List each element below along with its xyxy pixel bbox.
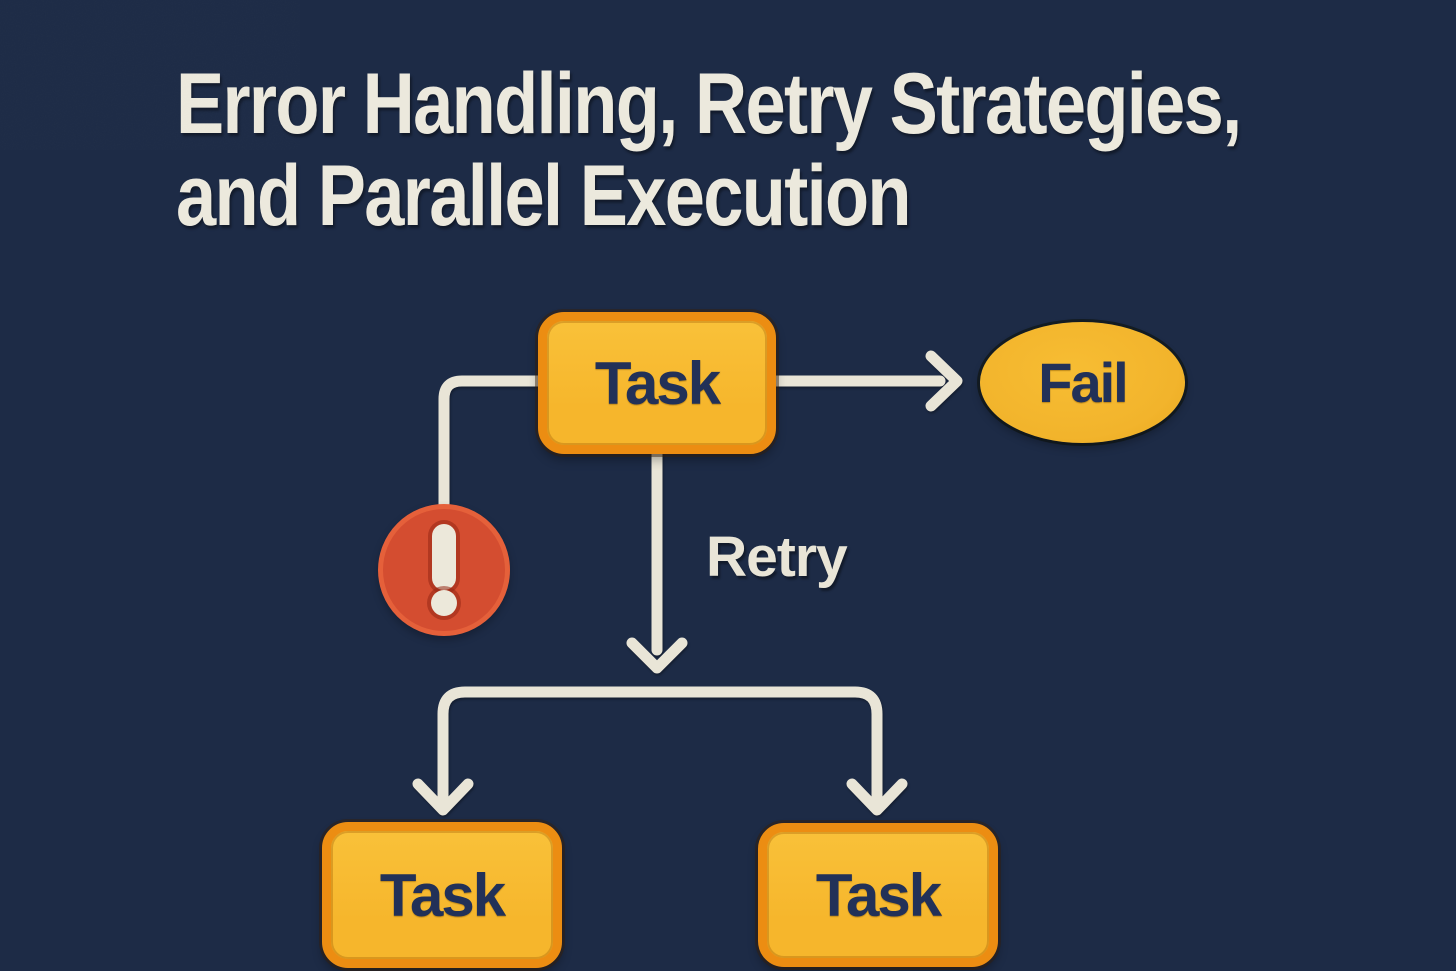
- exclamation-dot-icon: [431, 590, 457, 616]
- edge-retry-split: [412, 686, 908, 816]
- node-task-bottom-left-label: Task: [379, 861, 506, 929]
- edge-task-to-error: [438, 375, 548, 514]
- node-task-top: Task: [538, 312, 776, 454]
- page-title-line1: Error Handling, Retry Strategies,: [176, 56, 1242, 152]
- edge-task-to-fail: [766, 350, 963, 412]
- node-task-bottom-right-label: Task: [815, 861, 942, 929]
- exclamation-icon: [432, 524, 456, 590]
- node-task-bottom-right: Task: [758, 823, 998, 967]
- node-fail: Fail: [980, 322, 1185, 443]
- node-task-bottom-left: Task: [322, 822, 562, 968]
- arrowhead-right-icon: [925, 350, 963, 412]
- page-title: Error Handling, Retry Strategies, and Pa…: [176, 56, 1242, 244]
- arrowhead-down-icon: [846, 778, 908, 816]
- arrowhead-down-icon: [412, 778, 474, 816]
- arrowhead-down-icon: [626, 637, 688, 674]
- edge-task-retry-down: [626, 446, 688, 674]
- node-error-indicator: [378, 504, 510, 636]
- node-task-top-label: Task: [594, 349, 721, 417]
- edge-label-retry: Retry: [706, 525, 848, 589]
- node-fail-label: Fail: [1038, 351, 1128, 414]
- page-title-line2: and Parallel Execution: [176, 148, 912, 244]
